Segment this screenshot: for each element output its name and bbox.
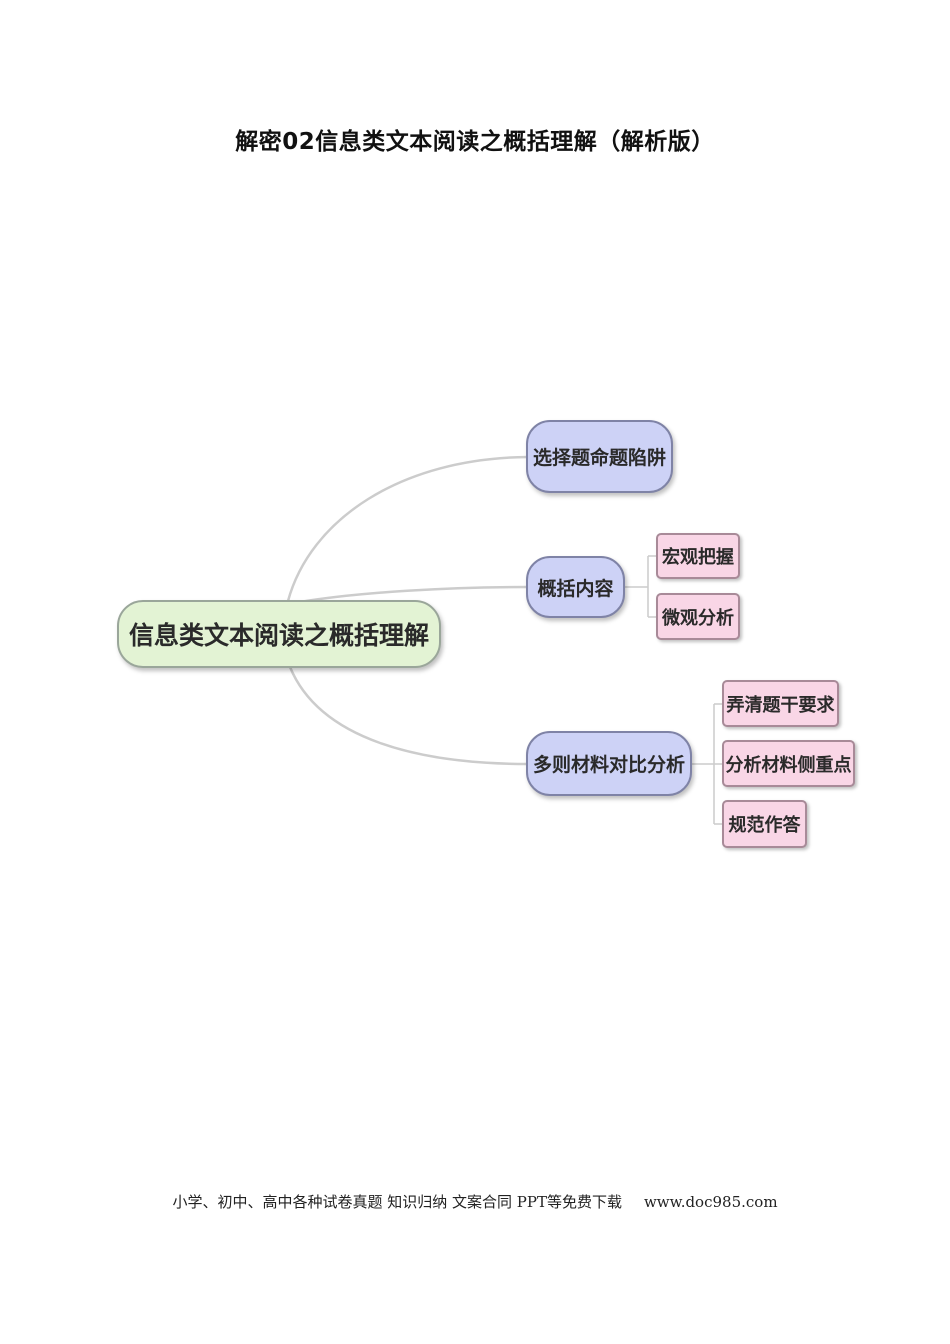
connector-branch-2-leaves [625, 555, 657, 618]
mindmap-root-node: 信息类文本阅读之概括理解 [117, 600, 441, 668]
branch-node-summarize-content: 概括内容 [526, 556, 625, 618]
branch-node-choice-traps: 选择题命题陷阱 [526, 420, 673, 493]
page-title: 解密02信息类文本阅读之概括理解（解析版） [235, 129, 715, 155]
leaf-node-standard-answer: 规范作答 [722, 800, 807, 848]
leaf-node-macro-grasp: 宏观把握 [656, 533, 740, 579]
branch-node-multi-material-compare: 多则材料对比分析 [526, 731, 692, 796]
connector-branch-3-leaves [692, 703, 723, 825]
leaf-node-analyze-focus: 分析材料侧重点 [722, 740, 855, 787]
connector-root-branch-2 [298, 585, 530, 604]
connector-root-branch-3 [288, 665, 530, 766]
footer-text: 小学、初中、高中各种试卷真题 知识归纳 文案合同 PPT等免费下载 [172, 1193, 622, 1211]
connector-root-branch-1 [286, 455, 530, 603]
page-footer: 小学、初中、高中各种试卷真题 知识归纳 文案合同 PPT等免费下载 www.doc… [0, 1191, 950, 1212]
footer-url[interactable]: www.doc985.com [643, 1193, 778, 1211]
leaf-node-micro-analysis: 微观分析 [656, 593, 740, 640]
leaf-node-clarify-requirements: 弄清题干要求 [722, 680, 839, 727]
